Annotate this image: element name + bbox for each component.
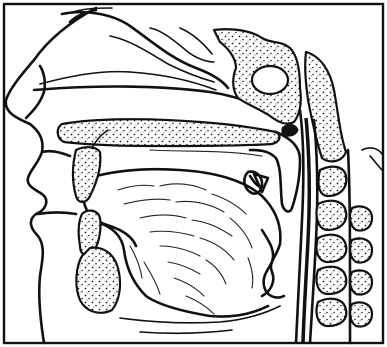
tongue-muscle-hatching bbox=[118, 184, 253, 314]
vertebra-c5 bbox=[316, 299, 346, 326]
vertebra-process-3 bbox=[350, 270, 372, 294]
cervical-vertebrae bbox=[316, 167, 372, 327]
occipital-notch bbox=[362, 148, 382, 170]
sphenoid-sinus bbox=[252, 66, 288, 94]
vertebra-c3 bbox=[316, 235, 346, 262]
vertebra-c4 bbox=[316, 267, 346, 294]
pharyngeal-wall-front bbox=[296, 110, 303, 343]
vertebra-process-4 bbox=[350, 302, 372, 326]
spinal-canal bbox=[348, 150, 350, 343]
upper-incisor bbox=[73, 147, 100, 202]
lower-lip bbox=[38, 213, 76, 215]
tongue-underside bbox=[96, 222, 268, 317]
mandible bbox=[76, 248, 120, 313]
hard-palate bbox=[58, 119, 280, 146]
occipital-bone bbox=[305, 52, 346, 161]
nasal-ala bbox=[26, 66, 45, 118]
hyoid-line-lower bbox=[140, 330, 232, 333]
vertebra-process-1 bbox=[350, 206, 372, 230]
vertebra-c2 bbox=[316, 201, 346, 230]
vertebra-process-2 bbox=[350, 238, 372, 262]
soft-palate-inner bbox=[150, 150, 262, 156]
vertebra-c1 bbox=[318, 167, 346, 196]
adenoid-mark bbox=[282, 124, 298, 136]
upper-lip bbox=[42, 151, 70, 156]
